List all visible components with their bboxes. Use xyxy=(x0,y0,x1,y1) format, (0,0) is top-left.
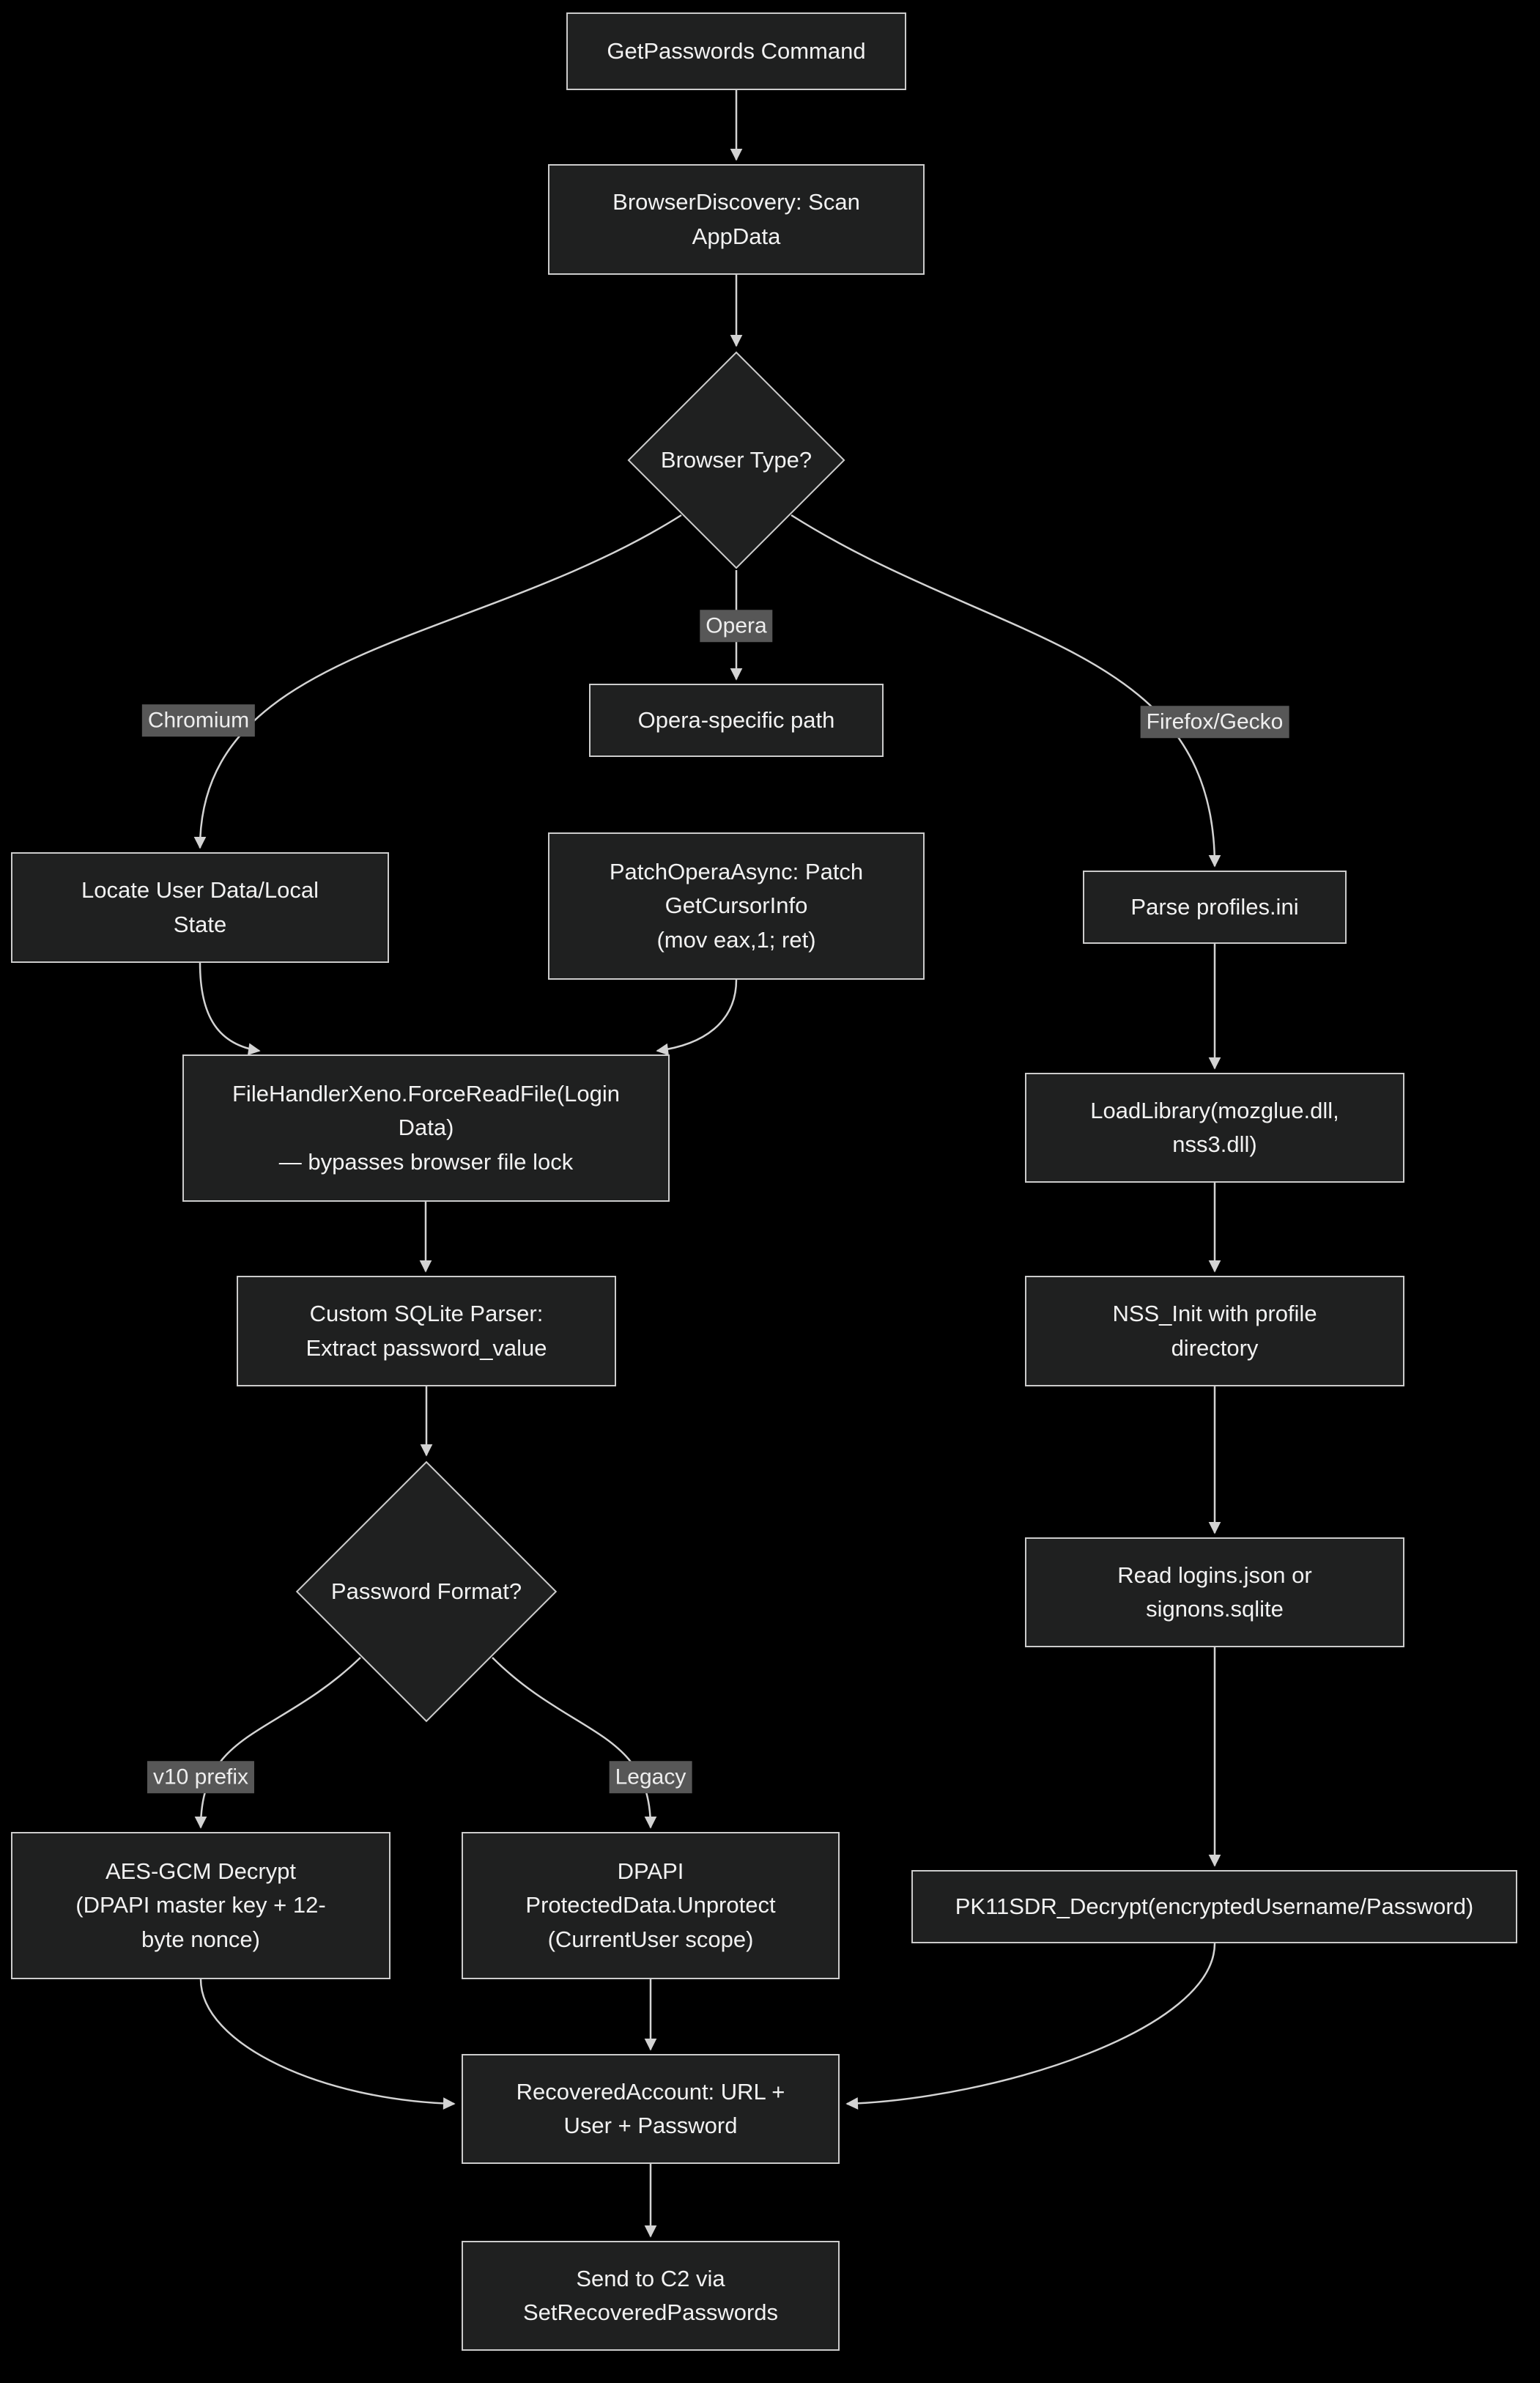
node-loadlibrary-nss-label: LoadLibrary(mozglue.dll, nss3.dll) xyxy=(1090,1097,1339,1158)
node-aes-gcm-decrypt: AES-GCM Decrypt (DPAPI master key + 12- … xyxy=(11,1832,390,1979)
node-filehandler-forcereadfile-label: FileHandlerXeno.ForceReadFile(Login Data… xyxy=(232,1080,620,1175)
edge-passwordformat-to-aesgcm-v10 xyxy=(194,1657,361,1829)
edge-aesgcm-to-recovered xyxy=(199,1979,456,2110)
node-aes-gcm-decrypt-label: AES-GCM Decrypt (DPAPI master key + 12- … xyxy=(75,1858,326,1952)
edge-patchopera-to-filehandler xyxy=(656,979,738,1056)
decision-password-format: Password Format? xyxy=(295,1460,558,1723)
edge-browsertype-to-parseprofiles-firefox xyxy=(791,514,1221,868)
node-read-logins-label: Read logins.json or signons.sqlite xyxy=(1117,1562,1312,1622)
node-getpasswords-command: GetPasswords Command xyxy=(566,12,906,90)
node-locate-user-data-label: Locate User Data/Local State xyxy=(81,877,319,937)
node-send-to-c2-label: Send to C2 via SetRecoveredPasswords xyxy=(522,2265,779,2326)
node-read-logins: Read logins.json or signons.sqlite xyxy=(1025,1537,1404,1647)
node-custom-sqlite-parser: Custom SQLite Parser: Extract password_v… xyxy=(237,1276,616,1386)
edge-passwordformat-to-dpapi-legacy xyxy=(492,1657,657,1829)
node-pk11sdr-decrypt: PK11SDR_Decrypt(encryptedUsername/Passwo… xyxy=(911,1870,1517,1943)
edge-label-opera: Opera xyxy=(700,610,773,642)
edge-label-firefox-gecko: Firefox/Gecko xyxy=(1140,706,1289,738)
node-locate-user-data: Locate User Data/Local State xyxy=(11,852,389,963)
node-browser-discovery: BrowserDiscovery: Scan AppData xyxy=(548,164,925,275)
node-getpasswords-command-label: GetPasswords Command xyxy=(607,37,866,64)
node-nss-init: NSS_Init with profile directory xyxy=(1025,1276,1404,1386)
node-opera-specific-path: Opera-specific path xyxy=(589,684,884,757)
node-patch-opera-async-label: PatchOperaAsync: Patch GetCursorInfo (mo… xyxy=(609,858,864,953)
node-recovered-account: RecoveredAccount: URL + User + Password xyxy=(462,2054,840,2164)
decision-browser-type: Browser Type? xyxy=(626,350,846,570)
decision-browser-type-label: Browser Type? xyxy=(660,447,812,473)
node-filehandler-forcereadfile: FileHandlerXeno.ForceReadFile(Login Data… xyxy=(182,1054,670,1202)
node-patch-opera-async: PatchOperaAsync: Patch GetCursorInfo (mo… xyxy=(548,832,925,980)
node-dpapi-unprotect: DPAPI ProtectedData.Unprotect (CurrentUs… xyxy=(462,1832,840,1979)
node-parse-profiles-ini-label: Parse profiles.ini xyxy=(1130,893,1299,920)
node-nss-init-label: NSS_Init with profile directory xyxy=(1112,1301,1317,1361)
node-browser-discovery-label: BrowserDiscovery: Scan AppData xyxy=(612,189,860,249)
node-opera-specific-path-label: Opera-specific path xyxy=(637,706,835,733)
node-loadlibrary-nss: LoadLibrary(mozglue.dll, nss3.dll) xyxy=(1025,1073,1404,1183)
node-custom-sqlite-parser-label: Custom SQLite Parser: Extract password_v… xyxy=(306,1301,547,1361)
node-recovered-account-label: RecoveredAccount: URL + User + Password xyxy=(516,2078,785,2139)
decision-password-format-label: Password Format? xyxy=(330,1578,522,1604)
edge-label-v10-prefix: v10 prefix xyxy=(147,1761,255,1793)
node-send-to-c2: Send to C2 via SetRecoveredPasswords xyxy=(462,2241,840,2351)
edge-label-chromium: Chromium xyxy=(141,704,256,736)
edge-pk11sdr-to-recovered xyxy=(845,1943,1216,2110)
edge-browsertype-to-locate-chromium xyxy=(193,514,682,849)
node-pk11sdr-decrypt-label: PK11SDR_Decrypt(encryptedUsername/Passwo… xyxy=(955,1893,1474,1919)
edge-locate-to-filehandler xyxy=(199,962,261,1056)
edge-label-legacy: Legacy xyxy=(609,1761,692,1793)
node-dpapi-unprotect-label: DPAPI ProtectedData.Unprotect (CurrentUs… xyxy=(525,1858,776,1952)
node-parse-profiles-ini: Parse profiles.ini xyxy=(1083,871,1347,944)
